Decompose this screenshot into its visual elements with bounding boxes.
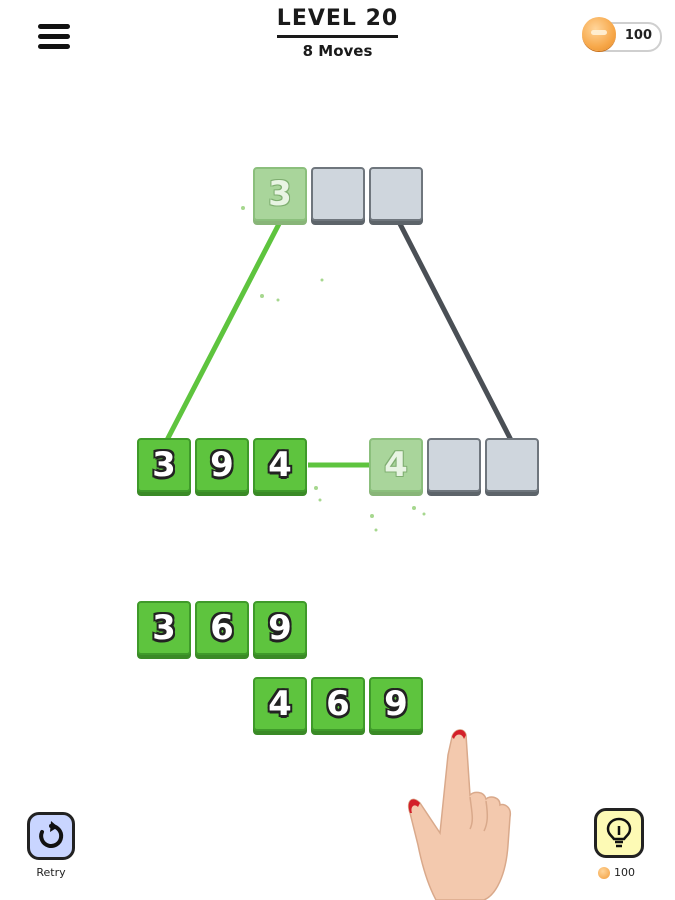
target-tile-2[interactable]	[427, 438, 481, 492]
hint-button[interactable]	[594, 808, 644, 858]
retry-label: Retry	[36, 866, 66, 879]
bank-tile-6[interactable]: 9	[369, 677, 423, 731]
coin-icon	[598, 866, 610, 879]
hamburger-icon	[38, 24, 70, 29]
retry-button[interactable]	[27, 812, 75, 860]
top-tile-2[interactable]	[311, 167, 365, 221]
bank-tile-2[interactable]: 6	[195, 601, 249, 655]
bank-tile-5[interactable]: 6	[311, 677, 365, 731]
bank-tile-3[interactable]: 9	[253, 601, 307, 655]
target-tile-3[interactable]	[485, 438, 539, 492]
coin-icon	[582, 17, 616, 51]
middle-tile-3[interactable]: 4	[253, 438, 307, 492]
menu-button[interactable]	[38, 24, 70, 50]
middle-tile-2[interactable]: 9	[195, 438, 249, 492]
hint-cost: 100	[598, 866, 635, 879]
moves-counter: 8 Moves	[302, 42, 373, 60]
bank-tile-4[interactable]: 4	[253, 677, 307, 731]
bank-tile-1[interactable]: 3	[137, 601, 191, 655]
hint-cost-value: 100	[614, 866, 635, 879]
top-tile-1[interactable]: 3	[253, 167, 307, 221]
connector-line-green	[163, 217, 284, 445]
sparkle-particles	[241, 206, 426, 532]
middle-tile-1[interactable]: 3	[137, 438, 191, 492]
connector-line-gray	[395, 217, 515, 445]
top-tile-3[interactable]	[369, 167, 423, 221]
level-title: LEVEL 20	[276, 6, 399, 38]
retry-icon	[39, 821, 64, 848]
pointing-hand-icon	[408, 729, 512, 900]
lightbulb-icon	[606, 817, 632, 848]
coin-balance-value: 100	[624, 28, 652, 43]
level-header: LEVEL 20 8 Moves	[0, 6, 675, 60]
target-tile-1[interactable]: 4	[369, 438, 423, 492]
